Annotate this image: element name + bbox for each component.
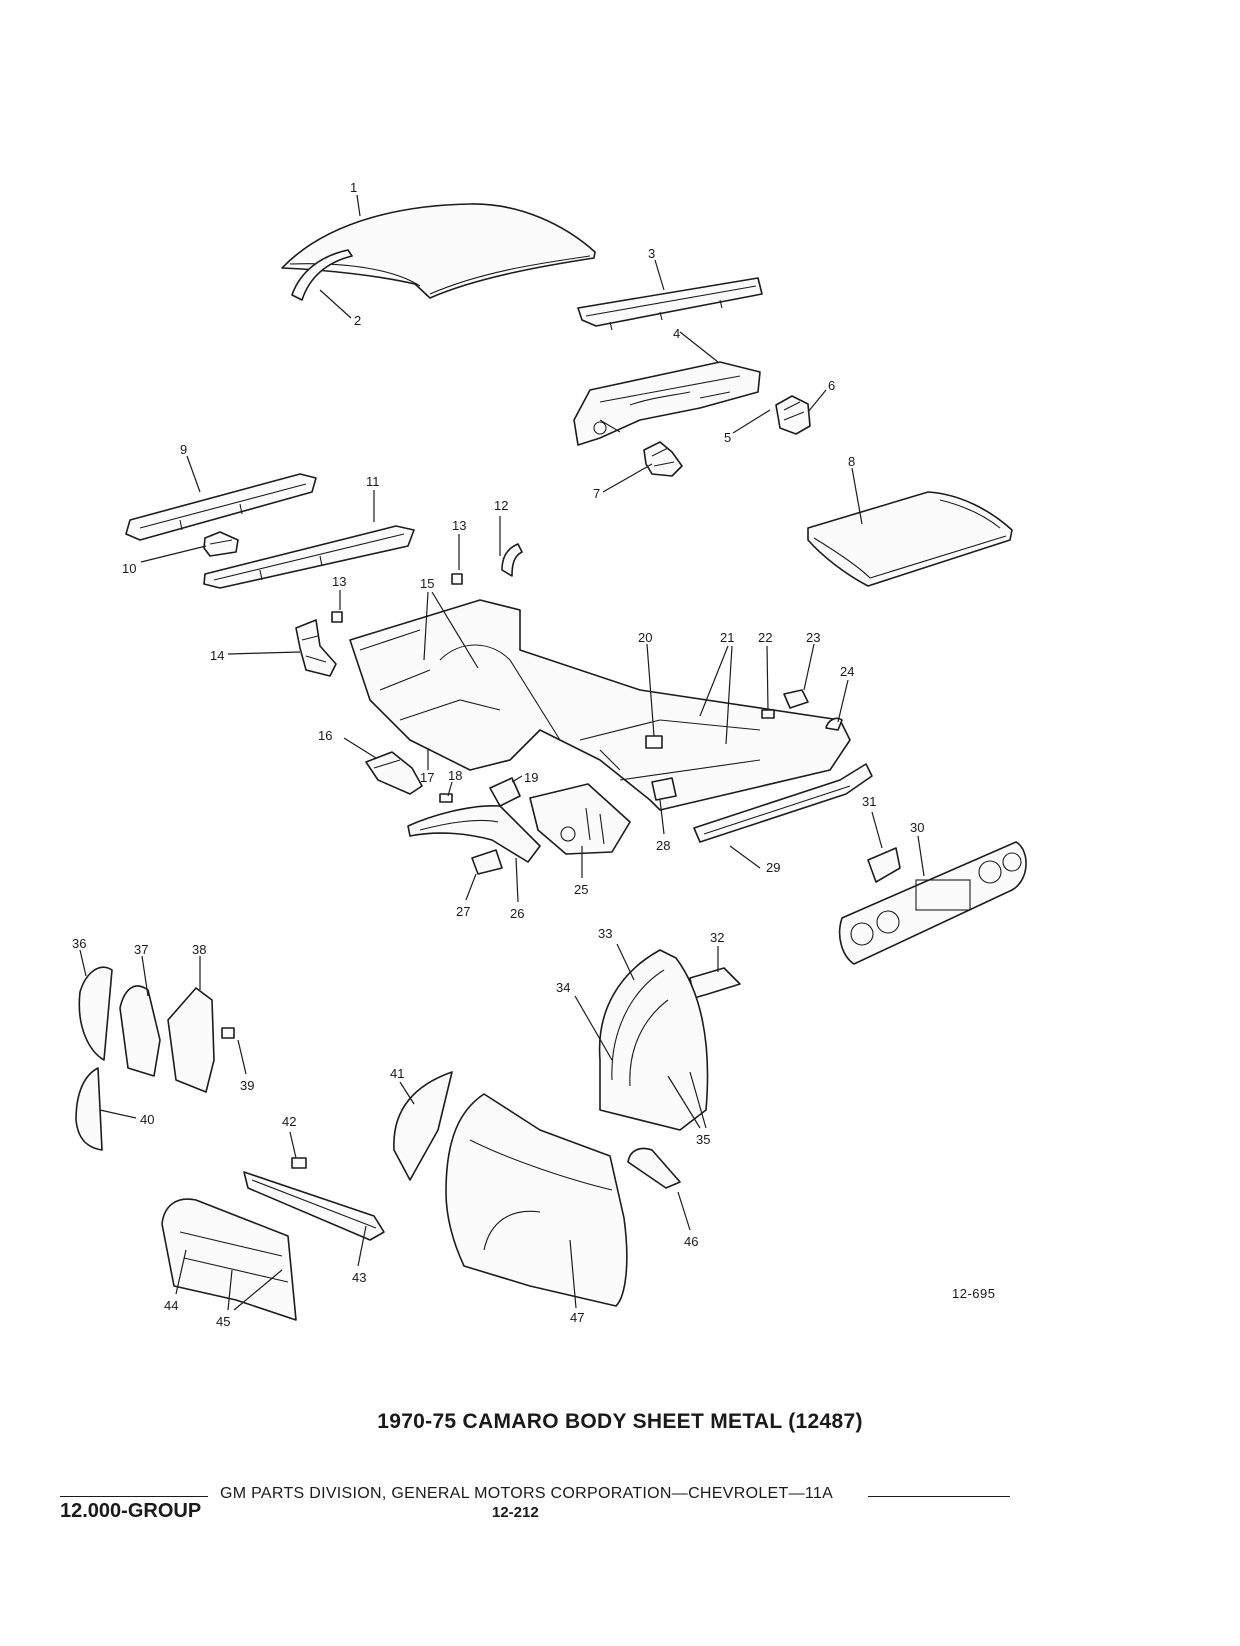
part-hinge-clip: [221, 1027, 235, 1039]
callout: 29: [766, 860, 780, 875]
part-rear-end-panel: [838, 841, 1027, 965]
part-wheelhouse-bracket: [689, 967, 741, 999]
part-filler: [761, 709, 775, 719]
callout: 45: [216, 1314, 230, 1329]
part-front-hinge-pillar-a: [78, 966, 113, 1061]
part-hinge-bracket: [775, 395, 811, 435]
callout: 42: [282, 1114, 296, 1129]
part-rocker-clip: [291, 1157, 307, 1169]
callout: 35: [696, 1132, 710, 1147]
callout: 25: [574, 882, 588, 897]
leader-lines: [79, 194, 925, 1311]
part-latch-bracket: [783, 689, 809, 709]
part-seat-bracket: [295, 619, 337, 677]
callout: 24: [840, 664, 854, 679]
callout: 8: [848, 454, 855, 469]
part-door-outer-panel: [161, 1198, 297, 1321]
part-rail-bracket-lower: [471, 849, 503, 875]
footer-rule-right: [868, 1496, 1010, 1497]
part-floor-bracket: [365, 751, 423, 795]
callout: 19: [524, 770, 538, 785]
part-pan-bracket: [651, 777, 677, 801]
part-rear-crossmember: [203, 525, 415, 589]
callout: 13: [332, 574, 346, 589]
part-rear-rail: [125, 473, 317, 541]
part-small-clip: [439, 793, 453, 803]
part-rail-bracket: [203, 531, 239, 557]
callout: 28: [656, 838, 670, 853]
part-front-hinge-pillar-b: [119, 985, 161, 1077]
part-clip-a: [451, 573, 463, 585]
callout: 27: [456, 904, 470, 919]
callout: 32: [710, 930, 724, 945]
callout: 1: [350, 180, 357, 195]
part-windshield-lower-panel: [577, 277, 763, 331]
footer-rule-left: [60, 1496, 208, 1497]
part-front-hinge-pillar-c: [167, 987, 215, 1093]
footer-group: 12.000-GROUP: [60, 1500, 202, 1522]
part-rocker-brace: [489, 777, 521, 807]
callout: 11: [366, 474, 380, 489]
callout: 21: [720, 630, 734, 645]
part-roof-rail: [291, 249, 353, 301]
callout: 26: [510, 906, 524, 921]
callout: 36: [72, 936, 86, 951]
part-floor-pan: [349, 599, 851, 811]
callout: 38: [192, 942, 206, 957]
figure-code: 12-695: [952, 1286, 996, 1301]
callout: 12: [494, 498, 508, 513]
footer-page-number: 12-212: [492, 1504, 539, 1521]
part-wheelhouse-clip: [501, 543, 523, 577]
part-clip-b: [331, 611, 343, 623]
callout: 23: [806, 630, 820, 645]
callout: 10: [122, 561, 136, 576]
callout: 14: [210, 648, 224, 663]
callout: 33: [598, 926, 612, 941]
part-floor-support: [529, 783, 631, 855]
callout: 9: [180, 442, 187, 457]
callout: 15: [420, 576, 434, 591]
callout: 43: [352, 1270, 366, 1285]
callout: 40: [140, 1112, 154, 1127]
part-cowl-side-panel: [393, 1071, 453, 1181]
callout: 37: [134, 942, 148, 957]
callout: 44: [164, 1298, 178, 1313]
callout: 4: [673, 326, 680, 341]
callout: 46: [684, 1234, 698, 1249]
callout: 13: [452, 518, 466, 533]
callout: 39: [240, 1078, 254, 1093]
part-cowl-panel: [573, 361, 761, 446]
footer-division: GM PARTS DIVISION, GENERAL MOTORS CORPOR…: [220, 1485, 834, 1502]
part-front-rail: [407, 805, 541, 863]
callout: 30: [910, 820, 924, 835]
callout: 17: [420, 770, 434, 785]
callout: 34: [556, 980, 570, 995]
part-rear-wheelhouse: [598, 949, 709, 1131]
callout: 47: [570, 1310, 584, 1325]
page-title: 1970-75 CAMARO BODY SHEET METAL (12487): [377, 1410, 863, 1433]
callout: 16: [318, 728, 332, 743]
part-pillar-panel: [75, 1067, 103, 1151]
part-rocker-panel: [243, 1171, 385, 1241]
callout: 20: [638, 630, 652, 645]
callout: 3: [648, 246, 655, 261]
part-roof-panel: [281, 203, 596, 299]
part-floor-plug: [645, 735, 663, 749]
part-fender-moulding: [627, 1147, 681, 1189]
callout-numbers: 1 2 3 4 5 6 7 8 9 10 11 12 13 13 14 15 1…: [72, 180, 924, 1329]
callout: 18: [448, 768, 462, 783]
part-front-fender: [445, 1093, 628, 1307]
callout: 7: [593, 486, 600, 501]
callout: 41: [390, 1066, 404, 1081]
callout: 31: [862, 794, 876, 809]
callout: 2: [354, 313, 361, 328]
part-end-panel-bracket: [867, 847, 901, 883]
part-cowl-bracket: [643, 441, 683, 477]
part-deck-lid: [807, 491, 1013, 587]
part-rear-lower-rail: [693, 763, 873, 843]
callout: 5: [724, 430, 731, 445]
callout: 6: [828, 378, 835, 393]
callout: 22: [758, 630, 772, 645]
